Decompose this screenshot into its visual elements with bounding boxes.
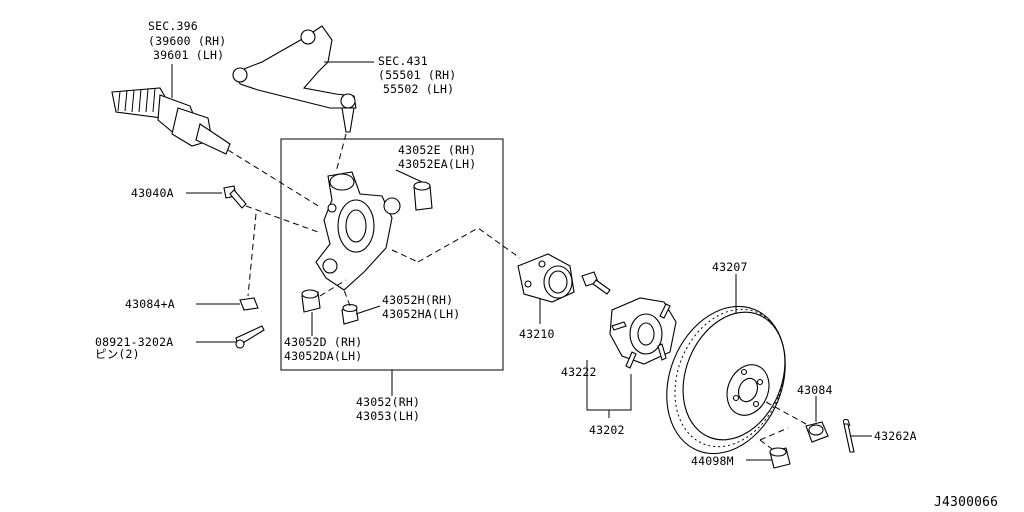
label-43210: 43210 [519, 327, 555, 341]
label-43262a: 43262A [874, 429, 917, 443]
label-sec431: SEC.431 [378, 54, 428, 68]
leader-lines [171, 61, 872, 461]
brake-rotor [666, 305, 807, 455]
upper-link [232, 25, 357, 173]
label-08921: 08921-3202A [95, 335, 174, 349]
label-43052d: 43052D (RH) [284, 335, 363, 349]
label-39600: (39600 (RH) [148, 34, 227, 48]
rotor-hardware [769, 419, 855, 469]
label-pin: ピン(2) [95, 347, 140, 361]
drive-shaft [111, 87, 321, 208]
label-43052: 43052(RH) [356, 395, 421, 409]
label-43084a: 43084+A [125, 297, 175, 311]
label-55502: 55502 (LH) [383, 82, 455, 96]
label-43052ea: 43052EA(LH) [398, 157, 477, 171]
label-sec396: SEC.396 [148, 19, 198, 33]
label-43052e: 43052E (RH) [398, 143, 477, 157]
hub-bearing [517, 253, 575, 303]
label-43052ha: 43052HA(LH) [382, 307, 461, 321]
label-43052da: 43052DA(LH) [284, 349, 363, 363]
label-44098m: 44098M [691, 454, 734, 468]
left-hardware [223, 185, 319, 349]
label-43052h: 43052H(RH) [382, 293, 454, 307]
label-43207: 43207 [712, 260, 748, 274]
drawing-id: J4300066 [934, 495, 999, 510]
label-43084: 43084 [797, 383, 833, 397]
hub-bolt [581, 271, 611, 295]
label-43202: 43202 [589, 423, 625, 437]
axle-hub [609, 297, 677, 369]
label-55501: (55501 (RH) [378, 68, 457, 82]
bushings [301, 181, 433, 325]
label-43053: 43053(LH) [356, 409, 421, 423]
label-39601: 39601 (LH) [153, 48, 225, 62]
label-43222: 43222 [561, 365, 597, 379]
label-43040a: 43040A [131, 186, 174, 200]
steering-knuckle [315, 171, 521, 291]
